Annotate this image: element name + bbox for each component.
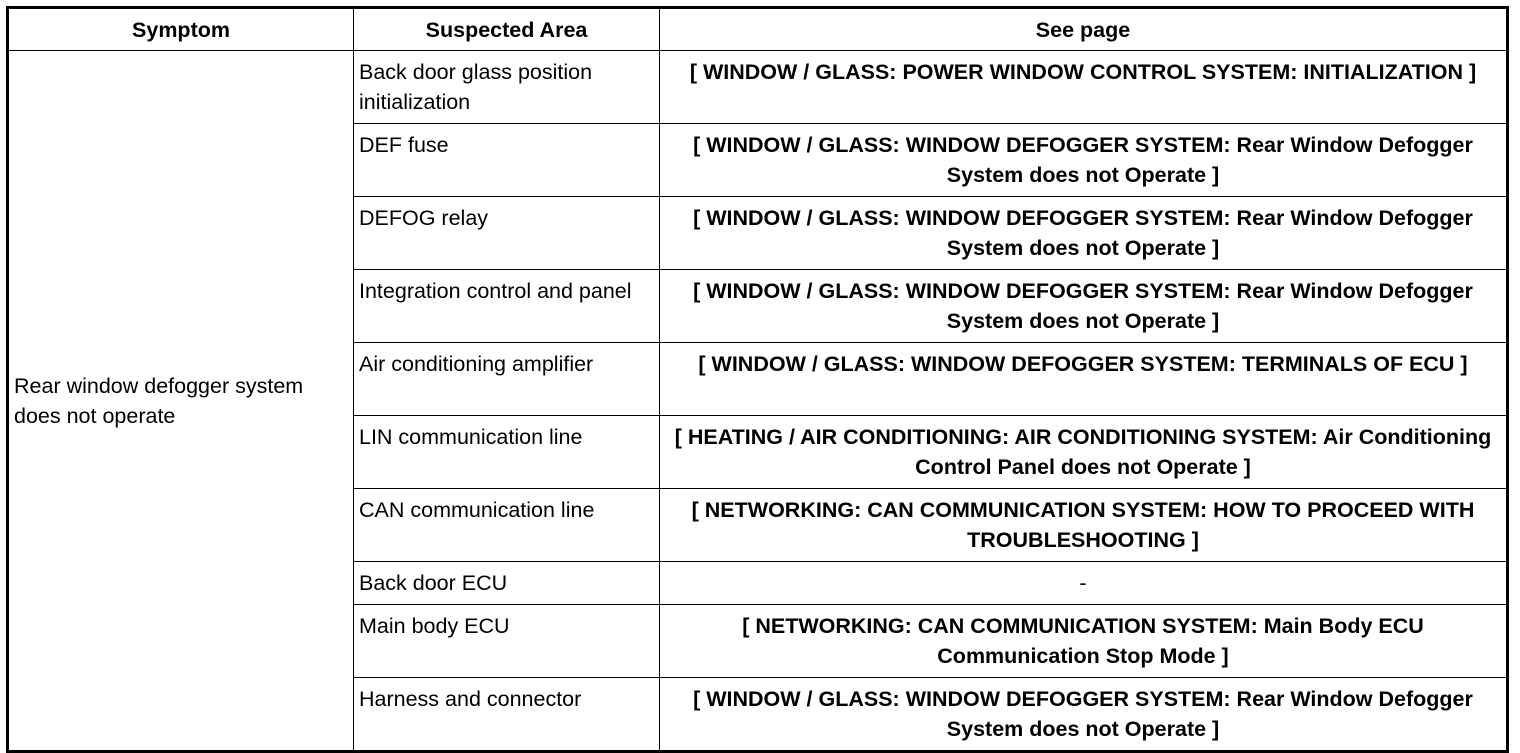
suspected-area-cell: Back door ECU (353, 561, 660, 605)
see-page-link[interactable]: [ WINDOW / GLASS: WINDOW DEFOGGER SYSTEM… (659, 342, 1508, 416)
suspected-area-cell: DEF fuse (353, 123, 660, 197)
table-row: DEF fuse [ WINDOW / GLASS: WINDOW DEFOGG… (8, 123, 1508, 197)
see-page-link[interactable]: [ WINDOW / GLASS: POWER WINDOW CONTROL S… (659, 50, 1508, 124)
table-row: Integration control and panel [ WINDOW /… (8, 269, 1508, 343)
table-row: Back door ECU - (8, 561, 1508, 605)
suspected-area-cell: LIN communication line (353, 415, 660, 489)
table-header-row: Symptom Suspected Area See page (7, 7, 1508, 51)
suspected-area-cell: Air conditioning amplifier (353, 342, 660, 416)
suspected-area-cell: Harness and connector (353, 677, 660, 752)
see-page-link[interactable]: [ WINDOW / GLASS: WINDOW DEFOGGER SYSTEM… (659, 269, 1508, 343)
table-row: Rear window defogger system does not ope… (7, 50, 1508, 752)
table-row: LIN communication line [ HEATING / AIR C… (8, 415, 1508, 489)
see-page-link[interactable]: [ WINDOW / GLASS: WINDOW DEFOGGER SYSTEM… (659, 123, 1508, 197)
see-page-cell: - (659, 561, 1508, 605)
see-page-link[interactable]: [ NETWORKING: CAN COMMUNICATION SYSTEM: … (659, 604, 1508, 678)
symptom-table: Symptom Suspected Area See page Rear win… (6, 6, 1509, 753)
suspected-area-cell: DEFOG relay (353, 196, 660, 270)
suspected-area-cell: Back door glass position initialization (353, 50, 660, 124)
header-see-page: See page (659, 7, 1508, 51)
header-suspected-area: Suspected Area (353, 7, 660, 51)
see-page-link[interactable]: [ HEATING / AIR CONDITIONING: AIR CONDIT… (659, 415, 1508, 489)
see-page-link[interactable]: [ WINDOW / GLASS: WINDOW DEFOGGER SYSTEM… (659, 196, 1508, 270)
suspected-area-cell: Integration control and panel (353, 269, 660, 343)
see-page-link[interactable]: [ NETWORKING: CAN COMMUNICATION SYSTEM: … (659, 488, 1508, 562)
header-symptom: Symptom (7, 7, 354, 51)
table-row: Air conditioning amplifier [ WINDOW / GL… (8, 342, 1508, 416)
table-row: DEFOG relay [ WINDOW / GLASS: WINDOW DEF… (8, 196, 1508, 270)
symptom-cell: Rear window defogger system does not ope… (7, 50, 354, 752)
see-page-link[interactable]: [ WINDOW / GLASS: WINDOW DEFOGGER SYSTEM… (659, 677, 1508, 752)
suspected-area-cell: Main body ECU (353, 604, 660, 678)
table-row: CAN communication line [ NETWORKING: CAN… (8, 488, 1508, 562)
suspected-area-cell: CAN communication line (353, 488, 660, 562)
